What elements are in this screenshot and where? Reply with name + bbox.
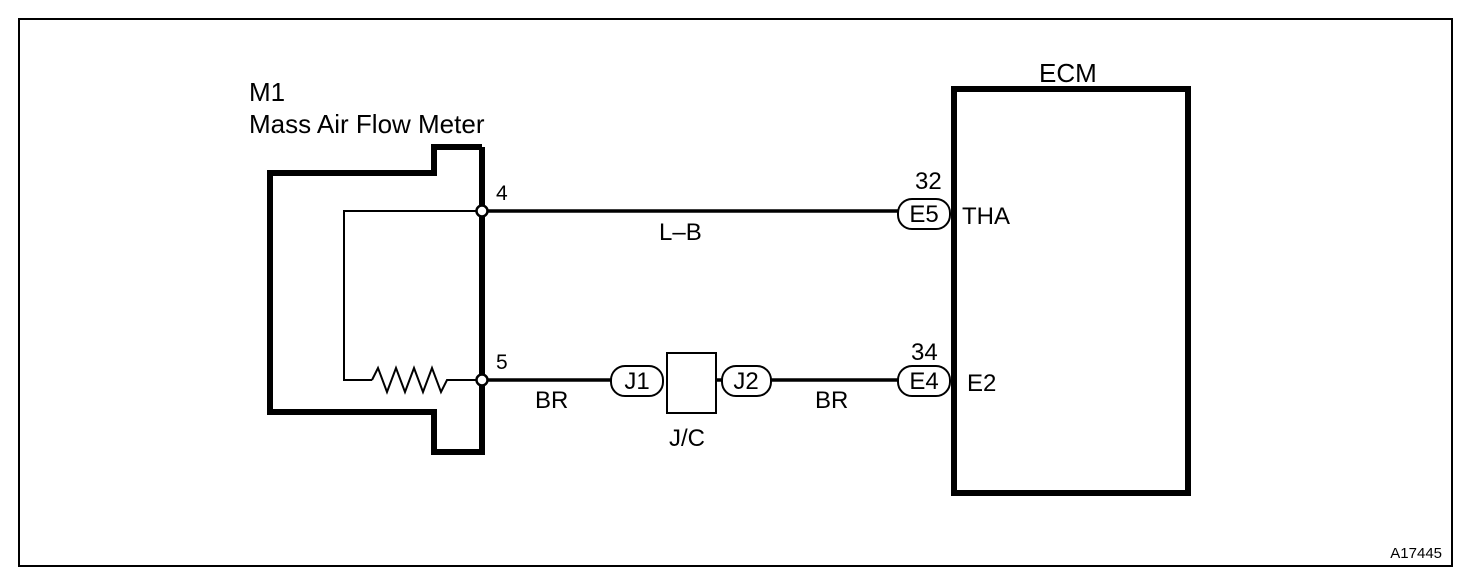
ecm-signal-e2: E2 xyxy=(967,370,996,397)
ecm-pin-34-number: 34 xyxy=(911,339,938,366)
ecm-box xyxy=(951,86,1191,496)
connector-j1 xyxy=(610,365,664,397)
pin-5-terminal xyxy=(475,373,489,387)
mass-air-flow-meter-housing xyxy=(267,144,485,455)
connector-e4-label: E4 xyxy=(909,368,938,395)
ecm-title: ECM xyxy=(1039,58,1097,88)
diagram-frame xyxy=(18,18,1453,567)
connector-j2 xyxy=(721,365,772,397)
pin-5-label: 5 xyxy=(496,351,508,374)
wire-color-top: L–B xyxy=(659,219,702,246)
component-name: Mass Air Flow Meter xyxy=(249,109,485,139)
wire-color-bottom-left: BR xyxy=(535,387,568,414)
ecm-signal-tha: THA xyxy=(962,203,1010,230)
component-code: M1 xyxy=(249,77,285,107)
connector-j1-label: J1 xyxy=(624,368,649,395)
connector-e4 xyxy=(897,365,951,397)
connector-e5 xyxy=(897,198,951,230)
pin-4-label: 4 xyxy=(496,182,508,205)
sensor-loop-wire xyxy=(343,210,482,381)
junction-label: J/C xyxy=(669,425,705,452)
ecm-pin-32-number: 32 xyxy=(915,168,942,195)
connector-j2-label: J2 xyxy=(733,368,758,395)
figure-id: A17445 xyxy=(1390,545,1442,562)
wire-color-bottom-right: BR xyxy=(815,387,848,414)
connector-e5-label: E5 xyxy=(909,201,938,228)
pin-4-terminal xyxy=(475,204,489,218)
junction-connector-box xyxy=(666,352,717,414)
thermistor-symbol xyxy=(371,365,482,395)
